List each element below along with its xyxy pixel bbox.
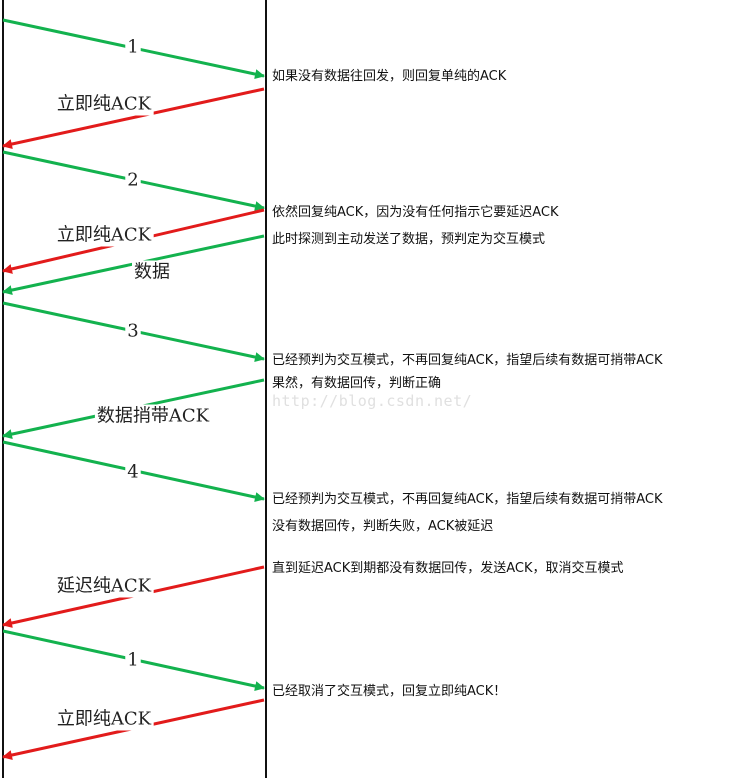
note-9: 已经取消了交互模式，回复立即纯ACK！ <box>272 683 506 699</box>
arrow-1-label-bg <box>125 35 141 59</box>
arrow-11-label: 立即纯ACK <box>57 709 152 730</box>
note-8: 直到延迟ACK到期都没有数据回传，发送ACK，取消交互模式 <box>272 560 624 576</box>
arrow-2-label: 立即纯ACK <box>57 94 152 115</box>
arrow-8-label: 4 <box>127 462 138 483</box>
arrow-11-label-bg <box>54 707 154 731</box>
note-2: 依然回复纯ACK，因为没有任何指示它要延迟ACK <box>272 204 559 220</box>
arrow-10-label: 1 <box>127 650 138 671</box>
arrow-5-label: 数据 <box>134 262 170 283</box>
note-7: 没有数据回传，判断失败，ACK被延迟 <box>272 519 493 534</box>
note-3: 此时探测到主动发送了数据，预判定为交互模式 <box>272 231 545 247</box>
arrow-6-label: 3 <box>127 321 138 342</box>
arrow-4-label-bg <box>54 223 154 247</box>
arrow-2-label-bg <box>54 92 154 116</box>
arrow-5-label-bg <box>132 260 172 284</box>
arrow-4-label: 立即纯ACK <box>57 225 152 246</box>
arrow-2-red <box>2 87 265 149</box>
notes-layer: 如果没有数据往回发，则回复单纯的ACK 依然回复纯ACK，因为没有任何指示它要延… <box>272 68 663 699</box>
watermark-text: http://blog.csdn.net/ <box>272 392 472 410</box>
arrow-6-label-bg <box>125 319 141 343</box>
arrows-layer: 1 立即纯ACK 2 立即纯ACK 数据 3 数据捎带ACK 4 延迟纯ACK 1 立即纯ACK <box>2 18 265 760</box>
arrow-9-label: 延迟纯ACK <box>57 576 152 597</box>
note-1: 如果没有数据往回发，则回复单纯的ACK <box>272 68 507 84</box>
arrow-3-label: 2 <box>127 170 138 191</box>
arrow-10-label-bg <box>125 648 141 672</box>
arrow-1-label: 1 <box>127 37 138 58</box>
note-4: 已经预判为交互模式，不再回复纯ACK，指望后续有数据可捎带ACK <box>272 352 663 368</box>
note-6: 已经预判为交互模式，不再回复纯ACK，指望后续有数据可捎带ACK <box>272 491 663 507</box>
arrow-7-label-bg <box>94 404 212 428</box>
arrow-8-label-bg <box>125 460 141 484</box>
note-5: 果然，有数据回传，判断正确 <box>272 375 441 391</box>
arrow-9-label-bg <box>54 574 154 598</box>
arrow-7-label: 数据捎带ACK <box>97 406 210 427</box>
arrow-3-label-bg <box>125 168 141 192</box>
